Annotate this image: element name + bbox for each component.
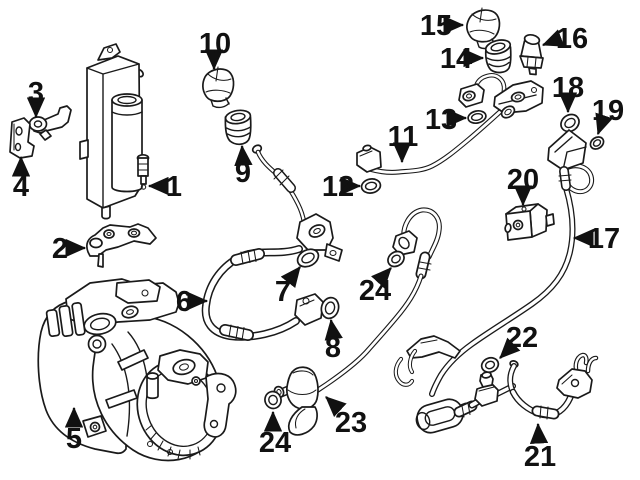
- bracket-upper-illustration: [28, 105, 72, 141]
- callout-16: 16: [541, 23, 588, 55]
- oring-13-illustration: [467, 109, 487, 125]
- callout-5: 5: [64, 406, 84, 455]
- lower-pipe-cluster-illustration: [393, 335, 516, 434]
- callout-number: 17: [588, 223, 620, 255]
- discharge-hose-illustration: [429, 129, 595, 397]
- callout-19: 19: [592, 95, 624, 136]
- service-cap-high-illustration: [202, 66, 235, 109]
- callout-10: 10: [199, 28, 231, 71]
- callout-18: 18: [552, 72, 584, 114]
- callout-number: 6: [176, 286, 192, 318]
- callout-number: 2: [52, 233, 68, 265]
- oring-24-upper-illustration: [387, 250, 405, 268]
- hose-21-illustration: [507, 352, 599, 420]
- callout-number: 13: [425, 104, 457, 136]
- oring-19-illustration: [589, 136, 605, 150]
- callout-20: 20: [507, 164, 539, 207]
- callout-number: 8: [325, 332, 341, 364]
- callout-11: 11: [388, 121, 419, 164]
- mid-pipe-illustration: [315, 207, 442, 393]
- callout-arrow: [499, 337, 521, 359]
- callout-number: 20: [507, 164, 539, 196]
- callout-22: 22: [499, 322, 538, 359]
- callout-number: 19: [592, 95, 624, 127]
- callout-arrow: [280, 266, 301, 289]
- compressor-illustration: [37, 278, 237, 462]
- callout-21: 21: [524, 422, 556, 473]
- oring-7-illustration: [296, 248, 320, 268]
- callout-number: 5: [66, 423, 82, 455]
- oring-22-illustration: [480, 356, 500, 374]
- mount-bracket-illustration: [85, 223, 157, 268]
- callout-23: 23: [325, 396, 367, 439]
- callout-7: 7: [275, 266, 301, 308]
- callout-arrow: [371, 267, 392, 289]
- cap-14-illustration: [484, 39, 512, 74]
- callout-number: 3: [28, 77, 44, 109]
- callout-15: 15: [420, 10, 465, 42]
- bracket-lower-illustration: [9, 117, 35, 159]
- callout-number: 1: [166, 171, 182, 203]
- cap-15-illustration: [466, 7, 501, 50]
- callout-1: 1: [147, 171, 182, 203]
- callout-number: 9: [235, 157, 251, 189]
- callout-number: 15: [420, 10, 452, 42]
- callout-arrow: [325, 396, 347, 418]
- callout-3: 3: [26, 77, 46, 119]
- pressure-pipe-illustration: [356, 107, 505, 175]
- callout-number: 24: [359, 275, 391, 307]
- callout-number: 21: [524, 441, 556, 473]
- oring-12-illustration: [360, 178, 382, 194]
- callout-8: 8: [324, 318, 343, 364]
- callout-17: 17: [572, 223, 620, 255]
- pressure-sensor-16-illustration: [519, 33, 544, 76]
- port-assembly-illustration: [458, 73, 544, 119]
- callout-12: 12: [322, 171, 362, 203]
- callout-number: 16: [556, 23, 588, 55]
- callout-arrow: [324, 318, 343, 341]
- callout-24-24: 24: [259, 410, 291, 459]
- callout-arrow: [234, 144, 253, 167]
- callout-14: 14: [440, 43, 485, 75]
- callout-number: 18: [552, 72, 584, 104]
- callout-number: 14: [440, 43, 472, 75]
- callout-2: 2: [52, 233, 87, 265]
- callout-6: 6: [176, 286, 209, 318]
- callout-number: 24: [259, 427, 291, 459]
- callout-number: 22: [506, 322, 538, 354]
- callout-number: 11: [388, 121, 419, 153]
- valve-23-illustration: [273, 366, 319, 436]
- oring-24-lower-illustration: [264, 390, 282, 410]
- callout-24-23: 24: [359, 267, 392, 307]
- callout-arrow: [529, 422, 549, 445]
- oring-8-illustration: [320, 296, 340, 320]
- callout-number: 23: [335, 407, 367, 439]
- callout-arrow: [595, 112, 613, 136]
- callout-number: 10: [199, 28, 231, 60]
- sensor-20-illustration: [504, 203, 555, 241]
- callout-arrow: [541, 29, 565, 47]
- callout-number: 7: [275, 276, 291, 308]
- callout-9: 9: [234, 144, 253, 189]
- callout-4: 4: [11, 155, 31, 203]
- callout-number: 12: [322, 171, 354, 203]
- service-valve-illustration: [224, 109, 252, 146]
- oring-18-illustration: [560, 113, 580, 133]
- callout-number: 4: [13, 171, 29, 203]
- callout-13: 13: [425, 104, 468, 136]
- receiver-drier-illustration: [79, 43, 150, 220]
